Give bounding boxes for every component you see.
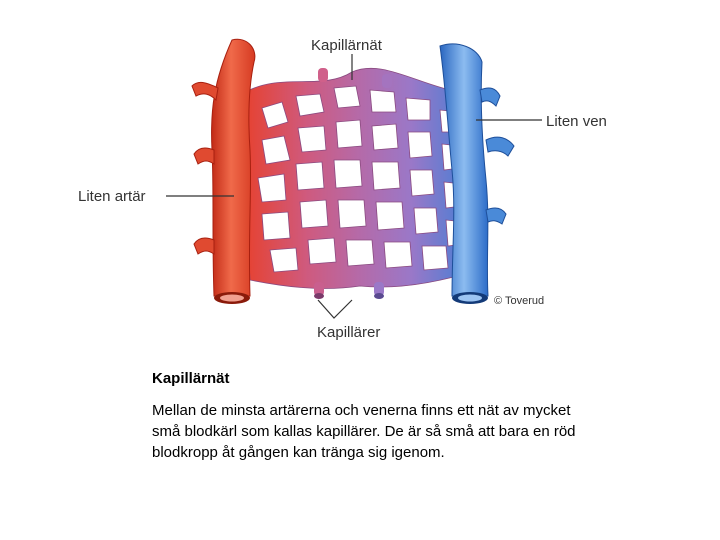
vein-vessel <box>439 43 515 304</box>
caption-block: Kapillärnät Mellan de minsta artärerna o… <box>152 370 582 463</box>
label-small-artery: Liten artär <box>78 188 146 205</box>
capillary-network-diagram: Kapillärnät Liten ven Liten artär Kapill… <box>78 37 607 341</box>
capillary-stubs <box>314 68 392 299</box>
caption-title: Kapillärnät <box>152 370 230 387</box>
copyright-text: © Toverud <box>494 295 544 307</box>
artery-vessel <box>191 38 256 304</box>
leader-lines <box>166 54 542 319</box>
capillary-mesh <box>239 67 479 289</box>
label-capillary-network: Kapillärnät <box>311 37 383 54</box>
label-capillaries: Kapillärer <box>317 324 380 341</box>
label-small-vein: Liten ven <box>546 113 607 130</box>
caption-body: Mellan de minsta artärerna och venerna f… <box>152 402 576 461</box>
